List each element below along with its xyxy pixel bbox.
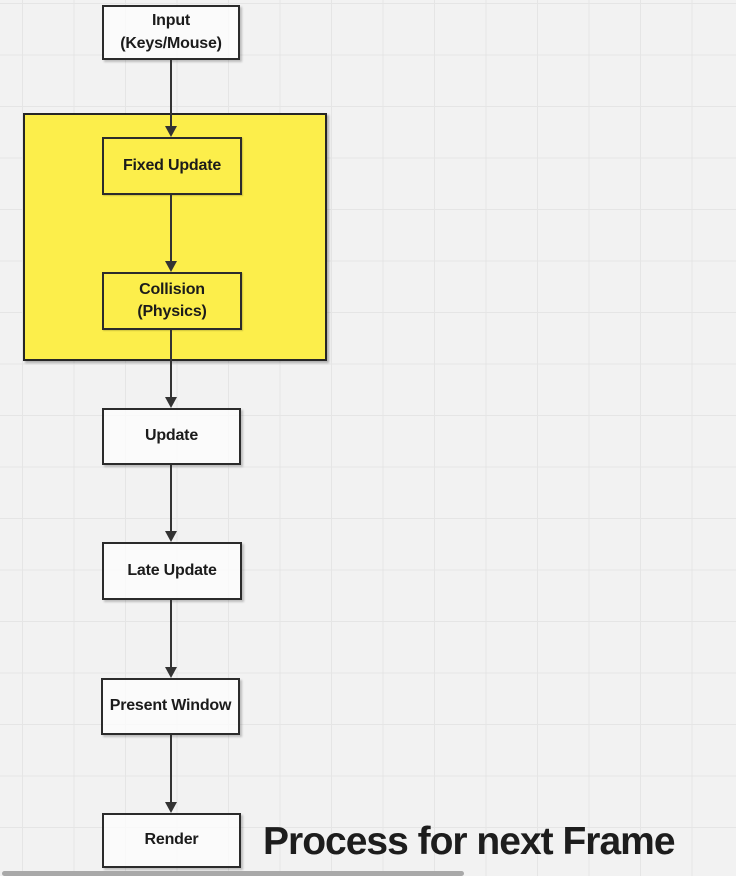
edge-present-window-to-render[interactable] [165,735,177,813]
horizontal-scrollbar-thumb[interactable] [2,871,464,876]
edge-line [170,60,172,128]
node-fixed-update-label: Fixed Update [122,156,222,174]
node-late-update[interactable]: Late Update [102,542,242,600]
node-update[interactable]: Update [102,408,241,465]
arrowhead-down-icon [165,667,177,678]
edge-line [170,330,172,399]
fixed-timestep-group-box[interactable] [23,113,327,361]
edge-collision-to-update[interactable] [165,330,177,408]
diagram-caption[interactable]: Process for next Frame [263,820,676,863]
edge-fixed-update-to-collision[interactable] [165,195,177,272]
edge-line [170,735,172,804]
edge-update-to-late-update[interactable] [165,465,177,542]
arrowhead-down-icon [165,126,177,137]
node-fixed-update[interactable]: Fixed Update [102,137,242,195]
edge-line [170,600,172,669]
node-late-update-label: Late Update [127,561,217,579]
node-collision-physics[interactable]: Collision (Physics) [102,272,242,330]
arrowhead-down-icon [165,802,177,813]
node-input[interactable]: Input (Keys/Mouse) [102,5,240,60]
edge-line [170,465,172,533]
node-present-window-label: Present Window [109,697,232,715]
edge-late-update-to-present-window[interactable] [165,600,177,678]
node-collision-physics-label: Collision (Physics) [137,280,207,320]
node-render-label: Render [144,831,199,849]
node-present-window[interactable]: Present Window [101,678,240,735]
arrowhead-down-icon [165,531,177,542]
arrowhead-down-icon [165,261,177,272]
arrowhead-down-icon [165,397,177,408]
edge-line [170,195,172,263]
edge-input-to-fixed-update[interactable] [165,60,177,137]
node-input-label: Input (Keys/Mouse) [120,12,222,52]
node-render[interactable]: Render [102,813,241,868]
node-update-label: Update [144,427,199,445]
